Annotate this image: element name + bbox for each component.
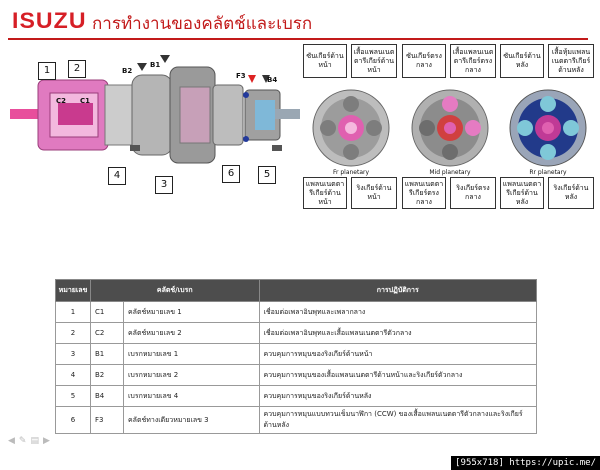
label-b1: B1 [150, 61, 161, 69]
callout-5: 5 [258, 166, 276, 184]
planetary-rear: ซันเกียร์ด้านหลัง เสื้อหุ้มแพลนเนตตารีเก… [500, 44, 596, 210]
next-arrow-icon[interactable]: ▶ [42, 436, 54, 446]
table-row: 5 B4 เบรกหมายเลข 4 ควบคุมการหมุนของริงเก… [55, 385, 537, 407]
cell-name: คลัตช์หมายเลข 2 [123, 322, 260, 344]
menu-icon[interactable]: ▤ [30, 436, 43, 446]
cell-operation: เชื่อมต่อเพลาอินพุทและเสื้อแพลนเนตตารีตั… [258, 322, 537, 344]
prev-arrow-icon[interactable]: ◀ [8, 436, 19, 446]
slideshow-controls[interactable]: ◀✎▤▶ [8, 436, 54, 446]
transmission-illustration [10, 55, 300, 164]
cell-no: 4 [55, 364, 91, 386]
cell-name: เบรกหมายเลข 2 [123, 364, 260, 386]
cell-no: 2 [55, 322, 91, 344]
cell-code: B2 [90, 364, 124, 386]
cell-no: 3 [55, 343, 91, 365]
planetary-rear-gear-icon [509, 89, 587, 167]
cell-no: 5 [55, 385, 91, 407]
planetary-front: ซันเกียร์ด้านหน้า เสื้อแพลนเนตตารีเกียร์… [303, 44, 399, 210]
cell-operation: ควบคุมการหมุนของริงเกียร์ด้านหลัง [258, 385, 537, 407]
title-divider [8, 38, 588, 40]
planetary-mid-gear-icon [411, 89, 489, 167]
planetary-rear-name: Rr planetary [529, 169, 567, 176]
cell-code: B1 [90, 343, 124, 365]
label-f3: F3 [236, 72, 246, 80]
box-planet-mid: แพลนเนตตารีเกียร์ตรงกลาง [402, 177, 446, 209]
cell-name: คลัตช์ทางเดียวหมายเลข 3 [123, 406, 260, 434]
planetary-mid: ซันเกียร์ตรงกลาง เสื้อแพลนเนตตารีเกียร์ต… [402, 44, 498, 210]
callout-4: 4 [108, 167, 126, 185]
table-header-row: หมายเลข คลัตช์/เบรก การปฏิบัติการ [55, 279, 537, 302]
cell-no: 6 [55, 406, 91, 434]
box-sun-rear: ซันเกียร์ด้านหลัง [500, 44, 544, 78]
box-ring-front: ริงเกียร์ด้านหน้า [351, 177, 397, 209]
box-planet-rear: แพลนเนตตารีเกียร์ด้านหลัง [500, 177, 544, 209]
box-sun-front: ซันเกียร์ด้านหน้า [303, 44, 347, 78]
cell-operation: ควบคุมการหมุนของริงเกียร์ด้านหน้า [258, 343, 537, 365]
clutch-brake-table: หมายเลข คลัตช์/เบรก การปฏิบัติการ 1 C1 ค… [55, 279, 537, 434]
cell-name: คลัตช์หมายเลข 1 [123, 301, 260, 323]
header-operation: การปฏิบัติการ [258, 279, 537, 302]
header-clutch-brake: คลัตช์/เบรก [90, 279, 260, 302]
box-carrier-mid: เสื้อแพลนเนตตารีเกียร์ตรงกลาง [450, 44, 496, 78]
image-watermark: [955x718] https://upic.me/ [451, 456, 600, 470]
page-title: การทำงานของคลัตช์และเบรก [92, 14, 313, 34]
cell-operation: ควบคุมการหมุนของเสื้อแพลนเนตตารีด้านหน้า… [258, 364, 537, 386]
callout-1: 2 [68, 60, 86, 78]
box-sun-mid: ซันเกียร์ตรงกลาง [402, 44, 446, 78]
planetary-mid-name: Mid planetary [429, 169, 471, 176]
pen-icon[interactable]: ✎ [18, 436, 31, 446]
label-b2: B2 [122, 67, 133, 75]
cell-operation: ควบคุมการหมุนแบบทวนเข็มนาฬิกา (CCW) ของเ… [258, 406, 537, 434]
cell-operation: เชื่อมต่อเพลาอินพุทและเพลากลาง [258, 301, 537, 323]
box-carrier-front: เสื้อแพลนเนตตารีเกียร์ด้านหน้า [351, 44, 397, 78]
transmission-cutaway: 1 2 4 3 6 5 C2 C1 B2 B1 F3 B4 [10, 45, 300, 205]
cell-name: เบรกหมายเลข 4 [123, 385, 260, 407]
box-planet-front: แพลนเนตตารีเกียร์ด้านหน้า [303, 177, 347, 209]
label-b4: B4 [267, 76, 278, 84]
cell-code: F3 [90, 406, 124, 434]
cell-no: 1 [55, 301, 91, 323]
table-row: 2 C2 คลัตช์หมายเลข 2 เชื่อมต่อเพลาอินพุท… [55, 322, 537, 344]
callout-6: 6 [222, 165, 240, 183]
callout-2: 1 [38, 62, 56, 80]
cell-name: เบรกหมายเลข 1 [123, 343, 260, 365]
planetary-front-gear-icon [312, 89, 390, 167]
table-row: 1 C1 คลัตช์หมายเลข 1 เชื่อมต่อเพลาอินพุท… [55, 301, 537, 323]
planetary-front-name: Fr planetary [332, 169, 370, 176]
table-row: 6 F3 คลัตช์ทางเดียวหมายเลข 3 ควบคุมการหม… [55, 406, 537, 434]
callout-3: 3 [155, 176, 173, 194]
isuzu-logo: ISUZU [12, 8, 87, 33]
table-row: 4 B2 เบรกหมายเลข 2 ควบคุมการหมุนของเสื้อ… [55, 364, 537, 386]
label-c2: C2 [56, 97, 67, 105]
label-c1: C1 [80, 97, 91, 105]
cell-code: C2 [90, 322, 124, 344]
box-carrier-rear: เสื้อหุ้มแพลนเนตตารีเกียร์ด้านหลัง [548, 44, 594, 78]
cell-code: B4 [90, 385, 124, 407]
box-ring-mid: ริงเกียร์ตรงกลาง [450, 177, 496, 209]
box-ring-rear: ริงเกียร์ด้านหลัง [548, 177, 594, 209]
cell-code: C1 [90, 301, 124, 323]
header-number: หมายเลข [55, 279, 91, 302]
table-row: 3 B1 เบรกหมายเลข 1 ควบคุมการหมุนของริงเก… [55, 343, 537, 365]
